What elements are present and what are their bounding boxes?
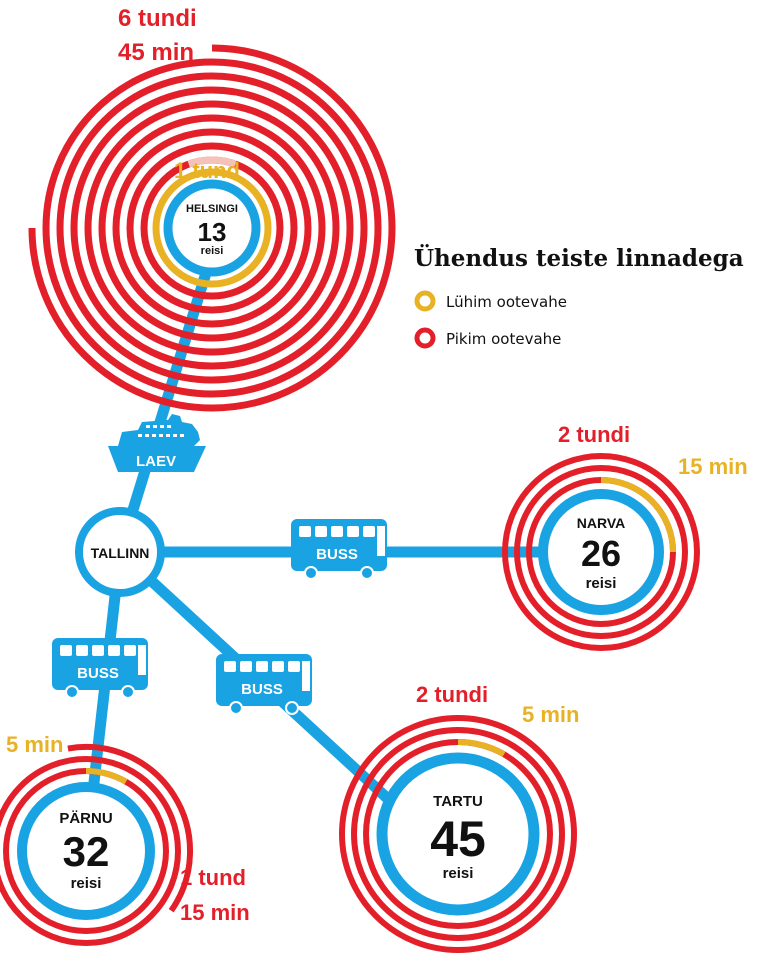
bus-icon-tartu: BUSS [216, 654, 312, 715]
helsingi-wait-labels: 6 tundi 45 min 1 tund [118, 5, 240, 183]
bus-label: BUSS [77, 665, 119, 682]
longest-wait-line-1: 1 tund [180, 865, 246, 890]
trip-count: 26 [581, 533, 621, 574]
city-name: TARTU [433, 793, 483, 810]
longest-wait-ring [351, 727, 565, 942]
city-name: PÄRNU [59, 810, 112, 827]
longest-wait-line-2: 45 min [118, 39, 194, 66]
trip-unit: reisi [586, 575, 617, 592]
shortest-wait: 5 min [6, 732, 63, 757]
legend-swatch-longest [414, 327, 436, 349]
helsingi-wait-rings [28, 44, 396, 412]
longest-wait-line-2: 15 min [180, 900, 250, 925]
tartu-wait-rings [339, 715, 577, 954]
longest-wait-ring [42, 58, 382, 398]
city-narva: NARVA 26 reisi [538, 489, 664, 615]
shortest-wait: 5 min [522, 702, 579, 727]
longest-wait-ring [514, 465, 688, 640]
hub-name: TALLINN [91, 545, 150, 561]
longest-wait-ring [502, 453, 700, 652]
trip-count: 13 [198, 217, 227, 247]
longest-wait-ring [56, 72, 368, 384]
longest-wait-ring [363, 739, 553, 930]
parnu-wait-rings [0, 744, 193, 947]
city-name: HELSINGI [186, 203, 238, 215]
city-helsingi: HELSINGI 13 reisi [163, 179, 261, 277]
shortest-wait-ring [152, 168, 272, 288]
trip-unit: reisi [201, 245, 224, 257]
longest-wait-ring [0, 756, 181, 947]
ring-highlight [187, 156, 237, 168]
longest-wait: 2 tundi [416, 682, 488, 707]
longest-wait-ring [28, 44, 396, 412]
longest-wait-ring [70, 86, 354, 370]
bus-icon-narva: BUSS [291, 519, 387, 580]
city-tallinn: TALLINN [75, 507, 165, 597]
city-name: NARVA [577, 515, 626, 531]
legend-label-shortest: Lühim ootevahe [446, 293, 567, 311]
ship-label: LAEV [136, 453, 176, 470]
longest-wait-ring [140, 156, 284, 300]
shortest-wait-ring [600, 477, 676, 553]
longest-wait: 2 tundi [558, 422, 630, 447]
longest-wait-ring [84, 100, 340, 356]
shortest-wait-ring [85, 767, 128, 785]
tartu-wait-labels: 2 tundi 5 min [416, 682, 579, 727]
shortest-wait-ring [457, 738, 506, 757]
longest-wait-ring [112, 128, 312, 328]
bus-icon-parnu: BUSS [52, 638, 148, 699]
parnu-wait-labels: 5 min 1 tund 15 min [6, 732, 250, 925]
longest-wait-ring [3, 768, 169, 935]
longest-wait-ring [126, 142, 298, 314]
legend-label-longest: Pikim ootevahe [446, 330, 561, 348]
bus-label: BUSS [316, 546, 358, 563]
legend-title: Ühendus teiste linnadega [414, 244, 744, 272]
trip-unit: reisi [443, 865, 474, 882]
ship-icon: LAEV [108, 414, 206, 472]
trip-count: 45 [430, 811, 486, 867]
city-parnu: PÄRNU 32 reisi [17, 782, 155, 920]
legend: Ühendus teiste linnadega Lühim ootevahe … [414, 244, 744, 349]
longest-wait-ring [98, 114, 326, 342]
longest-wait-ring [339, 715, 577, 954]
shortest-wait: 1 tund [174, 158, 240, 183]
trip-count: 32 [63, 828, 110, 875]
legend-swatch-shortest [414, 290, 436, 312]
city-tartu: TARTU 45 reisi [376, 752, 540, 916]
longest-wait-ring [67, 744, 193, 913]
bus-label: BUSS [241, 681, 283, 698]
longest-wait-line-1: 6 tundi [118, 5, 197, 32]
shortest-wait: 15 min [678, 454, 748, 479]
narva-wait-labels: 2 tundi 15 min [558, 422, 748, 479]
narva-wait-rings [502, 453, 700, 652]
trip-unit: reisi [71, 875, 102, 892]
